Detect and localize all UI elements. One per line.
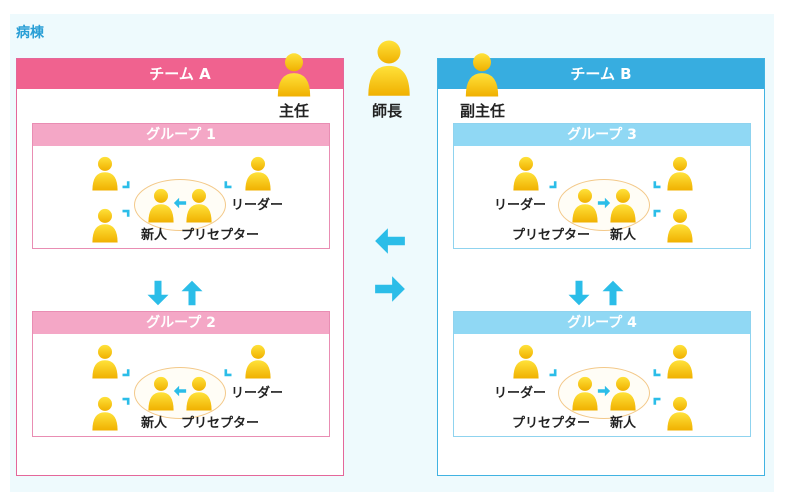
arrow-sw-icon xyxy=(650,364,664,378)
arrow-up-icon xyxy=(178,279,206,307)
group-4: グループ 4 リーダー プリセプター 新人 xyxy=(453,311,751,437)
arrow-ne-icon xyxy=(119,208,133,222)
group-3-header: グループ 3 xyxy=(454,124,750,146)
chief-label: 主任 xyxy=(279,102,310,120)
member-person-icon xyxy=(91,206,119,244)
leader-label: リーダー xyxy=(231,386,284,401)
preceptor-person-icon xyxy=(571,374,599,412)
preceptor-label: プリセプター xyxy=(512,228,591,243)
arrow-se-icon xyxy=(546,176,560,190)
member-person-icon xyxy=(666,206,694,244)
arrow-sw-icon xyxy=(221,364,235,378)
arrow-se-icon xyxy=(119,176,133,190)
arrow-se-icon xyxy=(546,364,560,378)
arrow-down-icon xyxy=(565,279,593,307)
arrow-ne-icon xyxy=(119,396,133,410)
arrow-sw-icon xyxy=(650,176,664,190)
member-person-icon xyxy=(91,154,119,192)
member-person-icon xyxy=(666,154,694,192)
arrow-up-icon xyxy=(599,279,627,307)
newcomer-label: 新人 xyxy=(610,228,637,243)
preceptor-label: プリセプター xyxy=(181,228,260,243)
chief-person-icon xyxy=(276,50,312,98)
newcomer-person-icon xyxy=(609,374,637,412)
deputy-chief-label: 副主任 xyxy=(460,102,506,120)
leader-label: リーダー xyxy=(494,386,547,401)
deputy-chief-person-icon xyxy=(464,50,500,98)
group-3: グループ 3 リーダー プリセプター 新人 xyxy=(453,123,751,249)
newcomer-person-icon xyxy=(147,374,175,412)
preceptor-person-icon xyxy=(185,374,213,412)
newcomer-person-icon xyxy=(147,186,175,224)
leader-label: リーダー xyxy=(494,198,547,213)
arrow-down-icon xyxy=(144,279,172,307)
arrow-nw-icon xyxy=(650,208,664,222)
leader-person-icon xyxy=(512,342,540,380)
newcomer-person-icon xyxy=(609,186,637,224)
member-person-icon xyxy=(666,342,694,380)
head-nurse-person-icon xyxy=(366,36,412,98)
head-nurse-label: 師長 xyxy=(372,102,403,120)
arrow-se-icon xyxy=(119,364,133,378)
leader-person-icon xyxy=(244,154,272,192)
arrow-left-icon xyxy=(368,224,412,258)
leader-person-icon xyxy=(244,342,272,380)
preceptor-label: プリセプター xyxy=(512,416,591,431)
leader-label: リーダー xyxy=(231,198,284,213)
group-1: グループ 1 リーダー 新人 プリセプター xyxy=(32,123,330,249)
newcomer-label: 新人 xyxy=(141,416,168,431)
newcomer-label: 新人 xyxy=(610,416,637,431)
group-1-header: グループ 1 xyxy=(33,124,329,146)
ward-label: 病棟 xyxy=(16,25,44,41)
arrow-right-icon xyxy=(368,272,412,306)
leader-person-icon xyxy=(512,154,540,192)
team-a: チーム A グループ 1 リーダー 新人 プリセプター グループ 2 リーダー … xyxy=(16,58,344,476)
team-b: チーム B グループ 3 リーダー プリセプター 新人 グループ 4 リーダー … xyxy=(437,58,765,476)
group-4-header: グループ 4 xyxy=(454,312,750,334)
member-person-icon xyxy=(91,342,119,380)
arrow-sw-icon xyxy=(221,176,235,190)
preceptor-person-icon xyxy=(185,186,213,224)
arrow-nw-icon xyxy=(650,396,664,410)
group-2: グループ 2 リーダー 新人 プリセプター xyxy=(32,311,330,437)
member-person-icon xyxy=(91,394,119,432)
preceptor-person-icon xyxy=(571,186,599,224)
group-2-header: グループ 2 xyxy=(33,312,329,334)
preceptor-label: プリセプター xyxy=(181,416,260,431)
member-person-icon xyxy=(666,394,694,432)
newcomer-label: 新人 xyxy=(141,228,168,243)
